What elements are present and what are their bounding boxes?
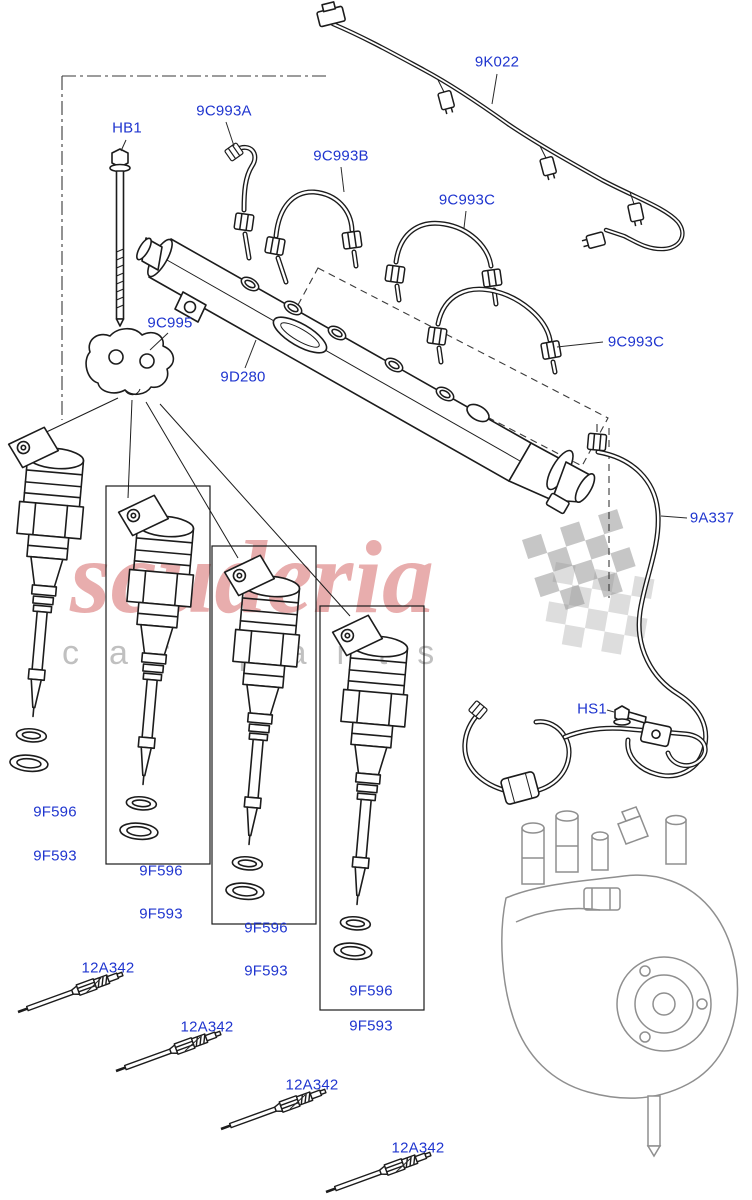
pipe-9c993a-drawing <box>223 142 258 261</box>
part-label-9c993a[interactable]: 9C993A <box>196 102 252 120</box>
part-label-12a342-2[interactable]: 12A342 <box>180 1018 234 1036</box>
part-label-9c993c-1[interactable]: 9C993C <box>438 191 496 209</box>
part-label-9c995[interactable]: 9C995 <box>147 314 193 332</box>
part-label-9a337[interactable]: 9A337 <box>689 509 735 527</box>
glow-plugs-drawing <box>14 967 434 1199</box>
part-label-9c993c-2[interactable]: 9C993C <box>607 333 665 351</box>
leader-lines <box>85 73 688 1173</box>
part-label-12a342-3[interactable]: 12A342 <box>285 1076 339 1094</box>
part-label-hs1[interactable]: HS1 <box>577 700 607 718</box>
part-label-9f596-4[interactable]: 9F596 <box>349 982 393 1000</box>
checkered-flag-icon <box>522 509 655 655</box>
part-label-9f593-3[interactable]: 9F593 <box>244 962 288 980</box>
pipe-9a337-drawing <box>586 424 709 779</box>
part-label-hb1[interactable]: HB1 <box>112 119 142 137</box>
hb1-bolt-drawing <box>109 148 131 327</box>
part-label-9f593-1[interactable]: 9F593 <box>33 847 77 865</box>
clamp-9c995-drawing <box>85 327 175 396</box>
part-label-9k022[interactable]: 9K022 <box>474 53 520 71</box>
part-label-9d280[interactable]: 9D280 <box>220 368 266 386</box>
fuel-pump-drawing <box>501 806 739 1158</box>
pipe-9c993c-front-drawing <box>384 220 503 307</box>
part-label-9f596-2[interactable]: 9F596 <box>139 862 183 880</box>
return-hose-drawing <box>462 699 708 805</box>
part-label-9f596-3[interactable]: 9F596 <box>244 919 288 937</box>
part-label-12a342-1[interactable]: 12A342 <box>81 959 135 977</box>
part-label-9f593-4[interactable]: 9F593 <box>349 1017 393 1035</box>
injector-boxes <box>105 485 425 1011</box>
fanout-lines <box>37 397 351 617</box>
fuel-rail-drawing <box>136 237 596 515</box>
part-label-9f593-2[interactable]: 9F593 <box>139 905 183 923</box>
pipe-9c993b-drawing <box>263 189 363 285</box>
injector-harness-drawing <box>316 1 685 252</box>
pipe-9c993c-rear-drawing <box>426 286 563 375</box>
part-label-9f596-1[interactable]: 9F596 <box>33 803 77 821</box>
hs1-bolt-drawing <box>613 705 672 748</box>
part-label-12a342-4[interactable]: 12A342 <box>391 1139 445 1157</box>
part-label-9c993b[interactable]: 9C993B <box>313 147 369 165</box>
